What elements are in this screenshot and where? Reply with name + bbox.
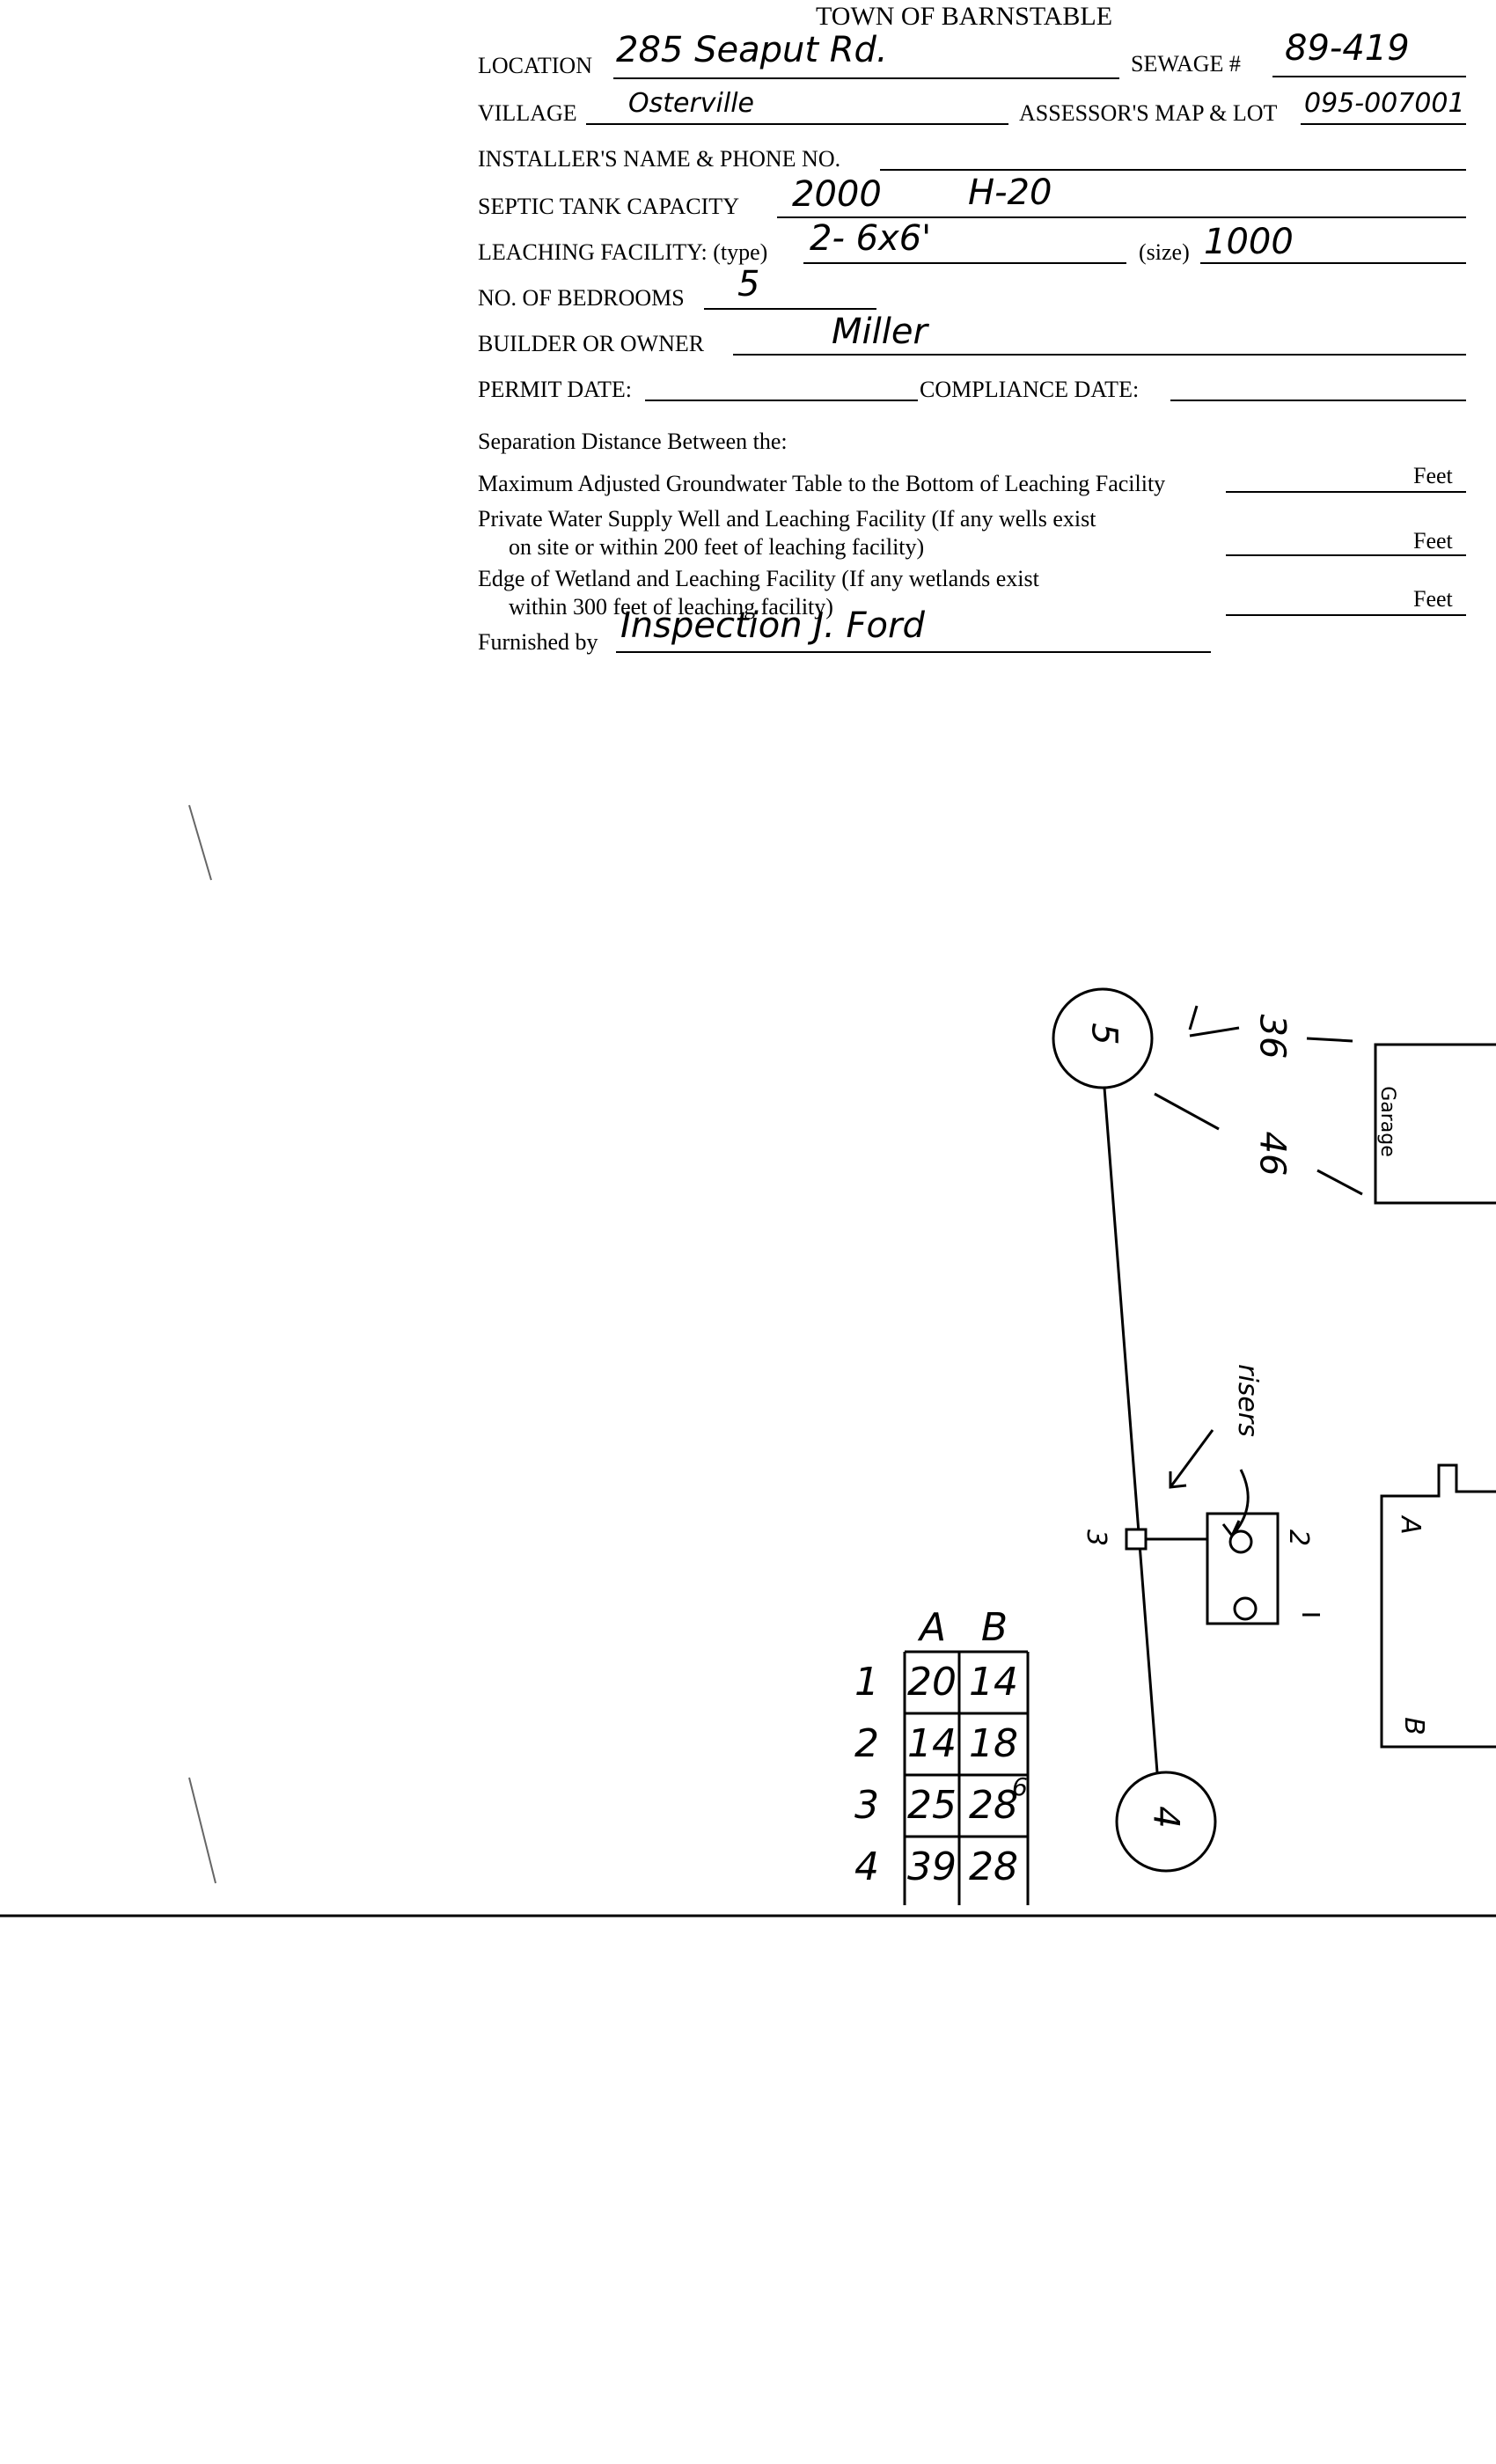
house-label-a: A: [1394, 1516, 1426, 1535]
row-num-3: 3: [854, 1783, 879, 1828]
pit-bottom-label: 4: [1145, 1806, 1186, 1829]
separation-well-2: on site or within 200 feet of leaching f…: [509, 534, 925, 560]
separation-wetland-2: within 300 feet of leaching facility): [509, 594, 833, 620]
septic-label: SEPTIC TANK CAPACITY: [478, 194, 739, 219]
leaching-label: LEACHING FACILITY: (type): [478, 239, 768, 265]
table-header-b: B: [980, 1605, 1008, 1650]
dist-line-2a: [1154, 1092, 1220, 1131]
row3-a: 25: [907, 1783, 957, 1828]
distance-label-2: 46: [1251, 1131, 1293, 1177]
sewage-value: 89-419: [1285, 28, 1410, 69]
septic-value: 2000: [792, 174, 882, 215]
row1-b: 14: [969, 1660, 1018, 1705]
permit-date-label: PERMIT DATE:: [478, 377, 633, 402]
speck: [188, 804, 212, 881]
risers-label: risers: [1231, 1364, 1263, 1437]
furnished-label: Furnished by: [478, 629, 598, 655]
feet-label-1: Feet: [1413, 463, 1453, 488]
pit-top-label: 5: [1083, 1023, 1125, 1045]
dist-line-1b: [1306, 1037, 1353, 1043]
compliance-date-label: COMPLIANCE DATE:: [920, 377, 1140, 402]
separation-groundwater: Maximum Adjusted Groundwater Table to th…: [478, 471, 1166, 496]
row4-a: 39: [907, 1844, 957, 1889]
risers-arrow-2: [1230, 1469, 1250, 1537]
sewage-label: SEWAGE #: [1131, 51, 1241, 77]
septic-tank: [1206, 1512, 1280, 1625]
point-2-label: 2: [1283, 1529, 1315, 1547]
size-value: 1000: [1204, 222, 1294, 262]
village-value: Osterville: [628, 88, 755, 119]
row4-b: 28: [969, 1844, 1018, 1889]
separation-wetland-1: Edge of Wetland and Leaching Facility (I…: [478, 566, 1039, 591]
village-label: VILLAGE: [478, 100, 577, 126]
row3-b: 28: [969, 1783, 1018, 1828]
table-header-a: A: [919, 1605, 947, 1650]
garage-label: Garage: [1375, 1086, 1398, 1157]
risers-arrow: [1169, 1429, 1214, 1488]
form-title: TOWN OF BARNSTABLE: [816, 2, 1113, 31]
furnished-value: Inspection J. Ford: [620, 605, 925, 646]
main-line: [1103, 1087, 1159, 1773]
house-label-b: B: [1397, 1717, 1429, 1735]
feet-label-2: Feet: [1413, 528, 1453, 554]
house-outline: [1380, 1463, 1496, 1749]
speck: [188, 1777, 216, 1884]
bedrooms-label: NO. OF BEDROOMS: [478, 285, 685, 311]
separation-heading: Separation Distance Between the:: [478, 429, 788, 454]
bedrooms-value: 5: [737, 264, 760, 304]
row-num-2: 2: [854, 1721, 879, 1766]
row-num-1: 1: [854, 1660, 879, 1705]
distance-label-1: 36: [1251, 1014, 1293, 1060]
location-label: LOCATION: [478, 53, 592, 78]
pit-bottom-circle: [1115, 1771, 1217, 1873]
grid-table-lines: [903, 1650, 1030, 1905]
location-value: 285 Seaput Rd.: [616, 30, 888, 70]
junction-box: [1125, 1528, 1148, 1551]
row2-a: 14: [907, 1721, 957, 1766]
leaching-type-value: 2- 6x6': [810, 218, 932, 259]
riser-1: [1228, 1529, 1253, 1554]
installer-label: INSTALLER'S NAME & PHONE NO.: [478, 146, 841, 172]
point-3-label: 3: [1081, 1529, 1112, 1547]
assessor-label: ASSESSOR'S MAP & LOT: [1019, 100, 1278, 126]
feet-label-3: Feet: [1413, 586, 1453, 612]
row1-a: 20: [907, 1660, 957, 1705]
builder-value: Miller: [832, 312, 928, 352]
riser-2: [1233, 1596, 1258, 1621]
separation-well-1: Private Water Supply Well and Leaching F…: [478, 506, 1096, 532]
row2-b: 18: [969, 1721, 1018, 1766]
dist-line-1a: [1189, 1026, 1240, 1038]
garage-outline: [1374, 1043, 1496, 1205]
builder-label: BUILDER OR OWNER: [478, 331, 705, 356]
dist-line-2b: [1316, 1169, 1363, 1196]
row-num-4: 4: [854, 1844, 879, 1889]
pit-top-circle: [1052, 987, 1154, 1089]
assessor-value: 095-007001: [1304, 88, 1465, 119]
size-label: (size): [1139, 239, 1190, 265]
row3-b-superscript: 6: [1012, 1772, 1028, 1801]
septic-value-2: H-20: [968, 172, 1052, 213]
